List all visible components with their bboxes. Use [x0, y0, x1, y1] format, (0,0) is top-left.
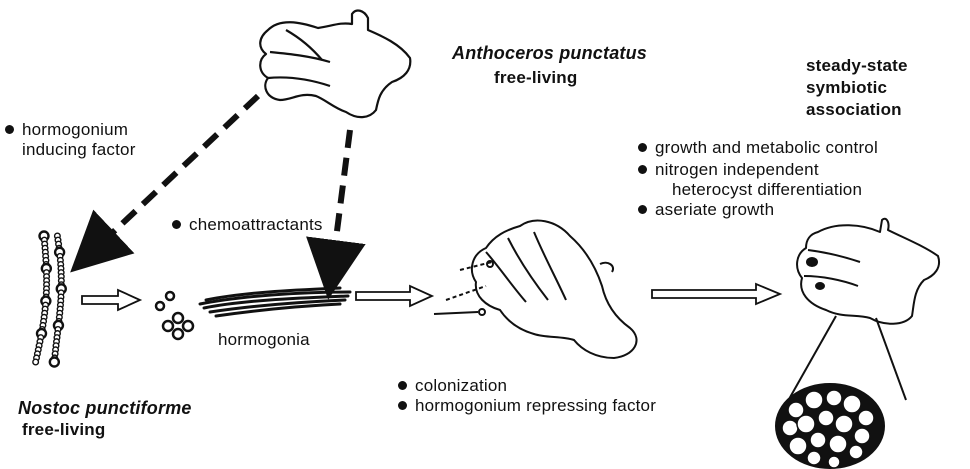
chemoattractants-label: chemoattractants	[172, 215, 323, 234]
anthoceros-state-label: free-living	[494, 68, 577, 87]
bullet-icon	[5, 125, 14, 134]
colonization-label: colonization	[398, 376, 507, 395]
arrow-to-hormogonia	[82, 290, 140, 310]
bullet-icon	[638, 205, 647, 214]
hormogonium-inducing-label: hormogonium	[5, 120, 128, 139]
process-arrows	[82, 284, 780, 310]
symbiotic-anthoceros-plant	[784, 219, 939, 408]
bullet-icon	[398, 401, 407, 410]
anthoceros-name-label: Anthoceros punctatus	[452, 44, 647, 63]
nostoc-name-label: Nostoc punctiforme	[18, 399, 192, 418]
steady-state-label: steady-state	[806, 56, 908, 75]
bullet-icon	[398, 381, 407, 390]
association-label: association	[806, 100, 902, 119]
symbiotic-label: symbiotic	[806, 78, 887, 97]
nostoc-filament-icon	[33, 232, 66, 367]
dashed-signal-arrows	[92, 96, 350, 270]
bullet-icon	[638, 165, 647, 174]
bullet-icon	[638, 143, 647, 152]
growth-control-label: growth and metabolic control	[638, 138, 878, 157]
symbiotic-colony-inset-icon	[776, 384, 884, 468]
anthoceros-free-living-plant	[260, 11, 410, 118]
hormogonia-label: hormogonia	[218, 330, 310, 349]
hormogonium-inducing-label-line2: inducing factor	[5, 140, 136, 159]
aseriate-growth-label: aseriate growth	[638, 200, 774, 219]
bullet-icon	[172, 220, 181, 229]
arrow-to-colonization	[356, 286, 432, 306]
nitrogen-independent-label: nitrogen independent	[638, 160, 819, 179]
heterocyst-differentiation-label: heterocyst differentiation	[672, 180, 862, 199]
hormogonia-bundle-icon	[200, 288, 350, 316]
chemoattractant-arrow	[332, 130, 350, 270]
arrow-to-symbiosis	[652, 284, 780, 304]
nostoc-state-label: free-living	[22, 420, 105, 439]
hormogonium-cells-icon	[156, 292, 193, 339]
colonizing-anthoceros-plant	[434, 221, 637, 358]
hormogonium-repressing-label: hormogonium repressing factor	[398, 396, 656, 415]
